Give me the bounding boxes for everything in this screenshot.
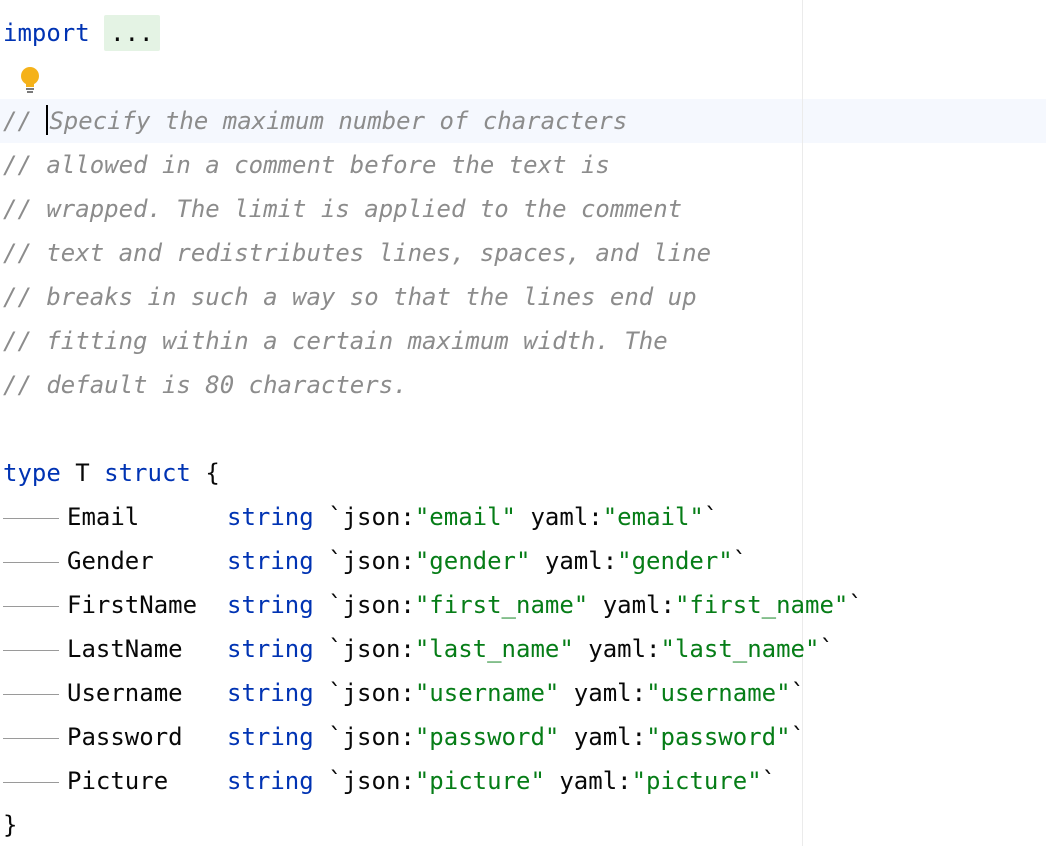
comment-text: Specify the maximum number of characters bbox=[49, 107, 628, 135]
tag-open: `json: bbox=[328, 503, 415, 531]
tag-mid: yaml: bbox=[588, 591, 675, 619]
field-type: string bbox=[227, 679, 314, 707]
json-tag-value: "password" bbox=[414, 723, 560, 751]
field-name: Gender bbox=[67, 547, 154, 575]
tag-open: `json: bbox=[328, 591, 415, 619]
tag-open: `json: bbox=[328, 547, 415, 575]
comment-text: default is 80 characters. bbox=[46, 371, 408, 399]
comment-prefix: // bbox=[3, 283, 32, 311]
tag-mid: yaml: bbox=[559, 723, 647, 751]
yaml-tag-value: "first_name" bbox=[674, 591, 849, 619]
tab-indent-marker bbox=[3, 605, 59, 607]
comment-prefix: // bbox=[3, 151, 32, 179]
import-line[interactable]: import ... bbox=[3, 11, 160, 55]
comment-line[interactable]: // wrapped. The limit is applied to the … bbox=[3, 187, 682, 231]
comment-line[interactable]: // fitting within a certain maximum widt… bbox=[3, 319, 668, 363]
tab-indent-marker bbox=[3, 781, 59, 783]
struct-keyword: struct bbox=[104, 459, 191, 487]
comment-text: allowed in a comment before the text is bbox=[46, 151, 610, 179]
comment-line[interactable]: // allowed in a comment before the text … bbox=[3, 143, 610, 187]
import-keyword: import bbox=[3, 19, 90, 47]
json-tag-value: "first_name" bbox=[414, 591, 589, 619]
tag-mid: yaml: bbox=[559, 679, 647, 707]
yaml-tag-value: "username" bbox=[646, 679, 791, 707]
tab-indent-marker bbox=[3, 649, 59, 651]
comment-text: breaks in such a way so that the lines e… bbox=[46, 283, 697, 311]
yaml-tag-value: "email" bbox=[602, 503, 704, 531]
tab-indent-marker bbox=[3, 517, 59, 519]
tag-mid: yaml: bbox=[573, 635, 661, 663]
tag-mid: yaml: bbox=[530, 547, 618, 575]
json-tag-value: "username" bbox=[414, 679, 560, 707]
tag-close: ` bbox=[819, 635, 834, 663]
tag-open: `json: bbox=[328, 723, 415, 751]
comment-prefix: // bbox=[3, 239, 32, 267]
tag-mid: yaml: bbox=[516, 503, 603, 531]
field-type: string bbox=[227, 503, 314, 531]
tag-close: ` bbox=[790, 679, 806, 707]
comment-prefix: // bbox=[3, 195, 32, 223]
field-name: LastName bbox=[67, 635, 183, 663]
comment-text: wrapped. The limit is applied to the com… bbox=[46, 195, 683, 223]
open-brace: { bbox=[205, 459, 220, 487]
field-type: string bbox=[227, 591, 314, 619]
field-type: string bbox=[227, 723, 314, 751]
json-tag-value: "last_name" bbox=[414, 635, 574, 663]
field-type: string bbox=[227, 547, 314, 575]
tag-mid: yaml: bbox=[544, 767, 632, 795]
caret-line-highlight bbox=[0, 99, 1046, 143]
field-name: Username bbox=[67, 679, 183, 707]
struct-close-line[interactable]: } bbox=[3, 803, 17, 847]
json-tag-value: "email" bbox=[414, 503, 517, 531]
tag-open: `json: bbox=[328, 679, 415, 707]
right-margin-guide bbox=[802, 0, 803, 846]
tag-open: `json: bbox=[328, 635, 415, 663]
comment-line[interactable]: // default is 80 characters. bbox=[3, 363, 408, 407]
yaml-tag-value: "picture" bbox=[631, 767, 762, 795]
comment-line[interactable]: // text and redistributes lines, spaces,… bbox=[3, 231, 711, 275]
field-name: Password bbox=[67, 723, 183, 751]
close-brace: } bbox=[3, 811, 18, 839]
tab-indent-marker bbox=[3, 693, 59, 695]
comment-text: fitting within a certain maximum width. … bbox=[46, 327, 668, 355]
struct-declaration-line[interactable]: type T struct { bbox=[3, 451, 220, 495]
comment-prefix: // bbox=[3, 107, 32, 135]
text-caret bbox=[46, 105, 49, 135]
comment-line[interactable]: // breaks in such a way so that the line… bbox=[3, 275, 697, 319]
comment-prefix: // bbox=[3, 327, 32, 355]
tab-indent-marker bbox=[3, 737, 59, 739]
tab-indent-marker bbox=[3, 561, 59, 563]
lightbulb-icon[interactable] bbox=[19, 66, 41, 96]
comment-prefix: // bbox=[3, 371, 32, 399]
field-type: string bbox=[227, 767, 314, 795]
yaml-tag-value: "password" bbox=[646, 723, 791, 751]
yaml-tag-value: "gender" bbox=[617, 547, 733, 575]
tag-close: ` bbox=[848, 591, 863, 619]
folded-imports[interactable]: ... bbox=[104, 15, 160, 51]
field-name: Email bbox=[67, 503, 140, 531]
field-name: Picture bbox=[67, 767, 169, 795]
comment-line[interactable]: // Specify the maximum number of charact… bbox=[3, 99, 627, 143]
json-tag-value: "picture" bbox=[414, 767, 545, 795]
tag-open: `json: bbox=[328, 767, 415, 795]
tag-close: ` bbox=[732, 547, 748, 575]
field-type: string bbox=[227, 635, 314, 663]
field-name: FirstName bbox=[67, 591, 198, 619]
yaml-tag-value: "last_name" bbox=[660, 635, 820, 663]
type-keyword: type bbox=[3, 459, 61, 487]
tag-close: ` bbox=[761, 767, 777, 795]
json-tag-value: "gender" bbox=[414, 547, 531, 575]
tag-close: ` bbox=[703, 503, 719, 531]
struct-name: T bbox=[75, 459, 90, 487]
tag-close: ` bbox=[790, 723, 806, 751]
comment-text: text and redistributes lines, spaces, an… bbox=[46, 239, 712, 267]
